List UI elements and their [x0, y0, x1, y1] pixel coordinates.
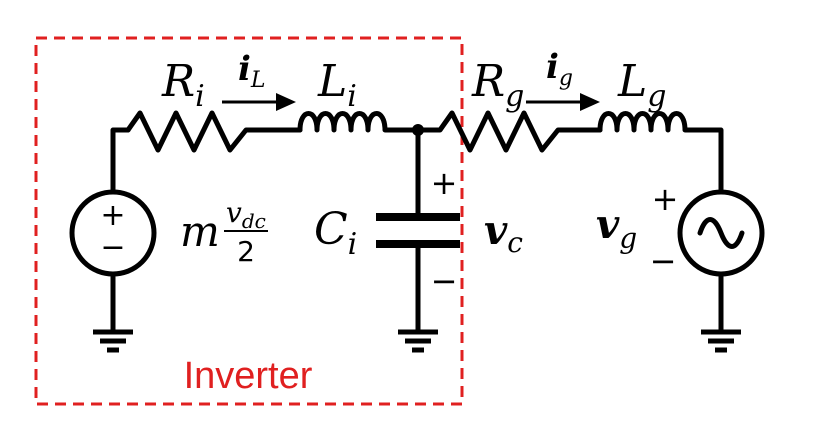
label-il: iL — [238, 49, 266, 93]
inductor-li — [297, 111, 421, 133]
label-li: Li — [317, 56, 357, 114]
dc-source-minus: − — [100, 230, 125, 265]
label-ci: Ci — [314, 204, 357, 262]
vg-minus: − — [650, 242, 677, 280]
current-arrow-il — [222, 93, 296, 111]
vc-plus: + — [431, 164, 458, 202]
ground-icon-cap — [398, 329, 438, 353]
wire-left-vertical — [110, 127, 131, 195]
ground-icon-right — [701, 329, 741, 353]
resistor-rg — [415, 110, 603, 153]
label-vc: vc — [484, 207, 523, 259]
dc-source-plus: + — [100, 198, 125, 233]
resistor-ri — [125, 110, 303, 153]
label-rg: Rg — [471, 56, 524, 114]
sine-icon — [697, 217, 745, 249]
label-ri: Ri — [161, 56, 205, 114]
ground-icon-left — [93, 329, 133, 353]
label-source-voltage: m vdc 2 — [180, 196, 268, 268]
inverter-label: Inverter — [184, 355, 313, 397]
source-numerator: vdc — [226, 196, 266, 233]
inductor-lg — [597, 111, 724, 195]
label-ig: ig — [546, 47, 573, 91]
vg-plus: + — [652, 180, 679, 218]
label-lg: Lg — [617, 56, 666, 114]
source-denominator: 2 — [237, 235, 255, 268]
current-arrow-ig — [526, 93, 600, 111]
label-vg: vg — [596, 201, 637, 255]
vc-minus: − — [431, 262, 458, 300]
source-coef: m — [180, 207, 220, 256]
